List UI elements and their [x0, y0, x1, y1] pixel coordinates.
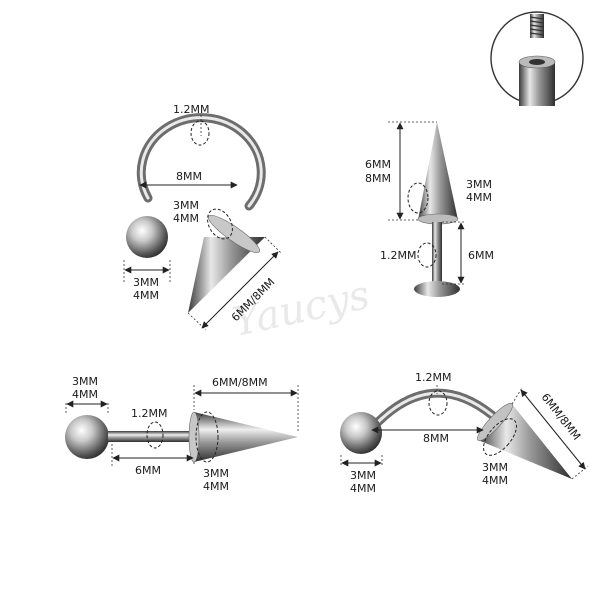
horseshoe-ball-label-2: 4MM: [133, 289, 159, 302]
barbell-spike-length-label: 6MM/8MM: [212, 376, 268, 389]
barbell-ball: [65, 415, 109, 459]
labret-piercing: 6MM 8MM 3MM 4MM 1.2MM 6MM: [365, 121, 494, 297]
horseshoe-ball: [126, 216, 168, 258]
curved-length-label: 8MM: [423, 432, 449, 445]
threaded-socket: [518, 55, 556, 106]
barbell-base-label-2: 4MM: [203, 480, 229, 493]
barbell-base-label-1: 3MM: [203, 467, 229, 480]
horseshoe-base-label-1: 3MM: [173, 199, 199, 212]
horseshoe-wire-label: 1.2MM: [173, 103, 209, 116]
horseshoe-length-arrow: [201, 251, 279, 329]
curved-base-marker: [483, 418, 517, 456]
curved-ball-label-2: 4MM: [350, 482, 376, 495]
curved-base-label-2: 4MM: [482, 474, 508, 487]
horseshoe-diameter-label: 8MM: [176, 170, 202, 183]
labret-post: [432, 222, 442, 284]
horseshoe-ball-label-1: 3MM: [133, 276, 159, 289]
horseshoe-wire-marker: [190, 120, 210, 146]
horseshoe-ring: [136, 113, 266, 211]
horseshoe-base-label-2: 4MM: [173, 212, 199, 225]
labret-disc: [414, 281, 460, 297]
barbell-ball-label-1: 3MM: [72, 375, 98, 388]
curved-ball-label-1: 3MM: [350, 469, 376, 482]
barbell-ball-label-2: 4MM: [72, 388, 98, 401]
barbell-length-label: 6MM: [135, 464, 161, 477]
curved-spike-length-arrow: [520, 389, 586, 470]
threaded-pin: [529, 14, 545, 38]
labret-length-label-2: 8MM: [365, 172, 391, 185]
labret-base-label-1: 3MM: [466, 178, 492, 191]
labret-spike: [418, 122, 458, 220]
barbell-wire-label: 1.2MM: [131, 407, 167, 420]
barbell-bar: [108, 431, 196, 442]
labret-wire-label: 1.2MM: [380, 249, 416, 262]
curved-wire-marker: [428, 390, 448, 416]
barbell-base-marker: [195, 411, 219, 463]
curved-barbell-piercing: 1.2MM 8MM 6MM/8MM 3MM 4MM 3MM 4MM: [340, 371, 589, 495]
horseshoe-piercing: 1.2MM 8MM 3MM 4MM 3MM 4MM 6MM/8MM: [123, 103, 283, 331]
barbell-wire-marker: [146, 421, 164, 449]
barbell-spike: [194, 412, 298, 462]
horseshoe-base-marker: [207, 208, 233, 240]
curved-base-label-1: 3MM: [482, 461, 508, 474]
labret-length-label-1: 6MM: [365, 158, 391, 171]
labret-base-label-2: 4MM: [466, 191, 492, 204]
curved-wire-label: 1.2MM: [415, 371, 451, 384]
thread-detail-inset: [490, 11, 584, 106]
labret-wire-marker: [417, 242, 437, 268]
labret-post-label: 6MM: [468, 249, 494, 262]
barbell-piercing: 3MM 4MM 1.2MM 6MM 6MM/8MM 3MM 4MM: [65, 375, 299, 493]
labret-base-marker: [407, 182, 429, 214]
curved-ball: [340, 412, 382, 454]
curved-spike-length-label: 6MM/8MM: [539, 391, 584, 443]
